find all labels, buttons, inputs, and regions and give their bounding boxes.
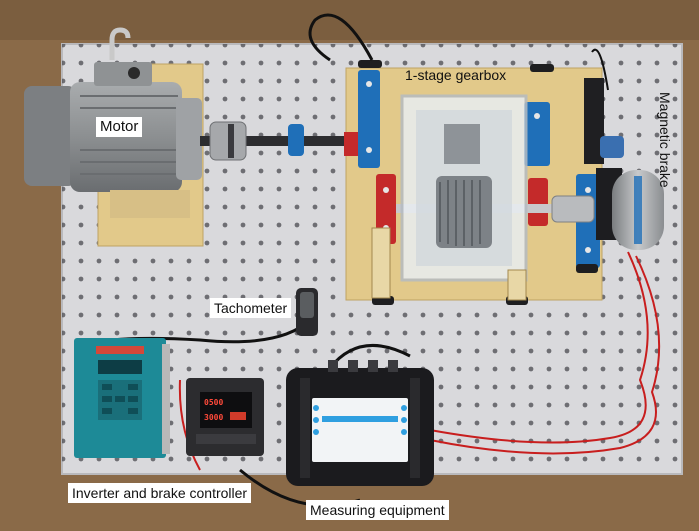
gear-small: [444, 124, 480, 164]
gearbox-label: 1-stage gearbox: [405, 67, 507, 83]
motor-label: Motor: [96, 117, 143, 137]
sensor-cable-top: [308, 13, 374, 62]
magnetic-brake-body: [584, 78, 664, 250]
inverter-label: Inverter and brake controller: [68, 483, 252, 503]
clamp-red-3: [528, 178, 548, 226]
tachometer-label: Tachometer: [210, 298, 292, 318]
measuring-equipment-label: Measuring equipment: [306, 500, 449, 520]
inverter-device: [74, 338, 170, 458]
red-cable: [429, 251, 649, 444]
motor-body: [24, 62, 202, 218]
clamp-red-2: [376, 174, 396, 244]
clamp-red-1: [344, 132, 360, 156]
controller-display: 0500 3000: [204, 398, 223, 422]
clamp-blue-2: [524, 102, 550, 166]
red-cable-2: [429, 255, 661, 455]
brake-controller-device: [186, 378, 264, 456]
tachometer-device: [296, 288, 318, 336]
brake-coupling: [551, 195, 595, 223]
display-bottom-value: 3000: [204, 413, 223, 422]
sensor-cable-right: [591, 48, 609, 91]
ruler-right: [507, 269, 527, 301]
gearbox-housing: [400, 94, 528, 282]
blue-clamp-flange: [288, 124, 304, 156]
clamp-blue-1: [358, 70, 380, 168]
magnetic-brake-label: Magnetic brake: [657, 92, 673, 188]
measuring-equipment-device: [286, 360, 434, 486]
controller-cable: [178, 379, 201, 471]
ruler-left: [371, 227, 391, 299]
lifting-hook: [109, 27, 131, 60]
display-top-value: 0500: [204, 398, 223, 407]
